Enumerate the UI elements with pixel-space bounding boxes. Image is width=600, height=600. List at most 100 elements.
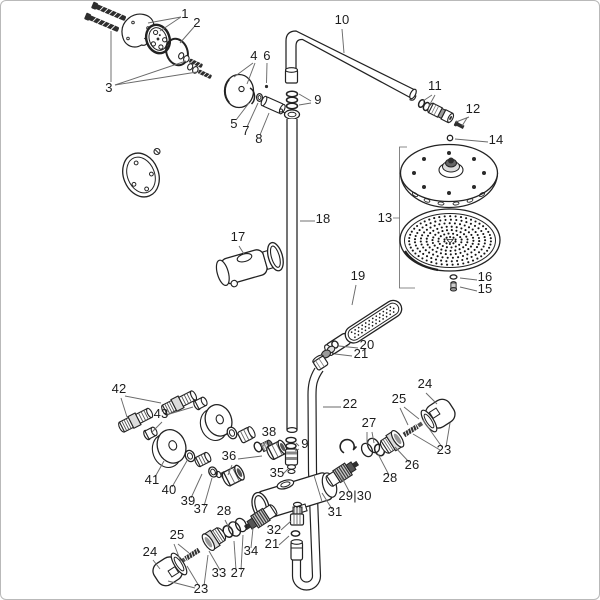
part-label-31: 31 (328, 504, 343, 519)
hand-shower-nozzles (350, 306, 395, 339)
part-label-24: 24 (418, 376, 433, 391)
part-label-42: 42 (112, 381, 127, 396)
rings-27-right (360, 437, 381, 458)
part-label-15: 15 (478, 281, 493, 296)
part-label-25: 25 (170, 527, 185, 542)
supply-nipple-42-upper (161, 390, 198, 416)
part-label-9: 9 (301, 436, 308, 451)
part-label-28: 28 (383, 470, 398, 485)
handle-24-right (420, 398, 456, 433)
part-label-37: 37 (194, 501, 209, 516)
arm-grub-screw (453, 120, 465, 130)
part-label-25: 25 (392, 391, 407, 406)
part-label-11: 11 (428, 78, 442, 93)
riser-top-collar (284, 67, 299, 84)
fixation-screw-set-b (187, 63, 212, 79)
part-label-34: 34 (244, 543, 259, 558)
overhead-shower-body (399, 143, 499, 209)
shower-face-dots (412, 151, 486, 195)
ring-37 (208, 466, 218, 478)
mounting-disc-1 (144, 23, 172, 55)
bushing-43-lower (143, 426, 158, 441)
o-rings-9-upper (285, 90, 299, 110)
part-label-18: 18 (316, 211, 331, 226)
washer-16 (449, 274, 458, 280)
fixation-screw-set-a (178, 52, 203, 68)
part-label-28: 28 (217, 503, 232, 518)
part-label-27: 27 (362, 415, 377, 430)
supply-nipple-42-lower (118, 407, 154, 433)
riser-pipe-18 (286, 119, 298, 434)
part-label-14: 14 (489, 132, 504, 147)
o-ring-2 (165, 37, 189, 67)
part-label-13: 13 (378, 210, 393, 225)
escutcheon-upper (199, 404, 233, 442)
part-label-39: 39 (181, 493, 196, 508)
part-label-23: 23 (437, 442, 452, 457)
rings-27-left (227, 517, 248, 537)
retaining-clip (339, 438, 357, 454)
part-label-19: 19 (351, 268, 366, 283)
part-label-6: 6 (263, 48, 270, 63)
part-label-8: 8 (255, 131, 262, 146)
part-label-24: 24 (143, 544, 158, 559)
part-label-5: 5 (230, 116, 237, 131)
part-label-38: 38 (262, 424, 277, 439)
adapter-cup-33 (201, 526, 227, 552)
part-label-9: 9 (314, 92, 321, 107)
leader-lines (110, 16, 489, 589)
plug-screw-15 (449, 281, 458, 292)
washer-upper (226, 426, 238, 440)
long-mounting-screws (84, 1, 126, 32)
cap-nut-36-upper (266, 439, 288, 461)
part-label-27: 27 (231, 565, 246, 580)
part-label-17: 17 (231, 229, 246, 244)
check-valve-35 (284, 448, 299, 475)
part-label-43: 43 (154, 406, 169, 421)
part-label-32: 32 (267, 522, 282, 537)
hose-nut-upper (312, 354, 329, 371)
o-rings-9-lower (285, 436, 297, 450)
shower-hose-22 (291, 367, 324, 591)
part-label-20: 20 (360, 337, 375, 352)
bracket-13 (393, 146, 415, 289)
part-label-35: 35 (270, 465, 285, 480)
cartridge-29-30 (325, 460, 360, 487)
part-label-1: 1 (181, 6, 188, 21)
part-label-4: 4 (250, 48, 257, 63)
part-label-36: 36 (222, 448, 237, 463)
part-label-3: 3 (105, 80, 112, 95)
part-label-12: 12 (466, 101, 481, 116)
handle-screw-25-right (402, 421, 424, 438)
bushing-43-upper (193, 396, 208, 411)
part-label-2: 2 (193, 15, 200, 30)
part-label-29-30: 29|30 (338, 488, 371, 503)
part-label-33: 33 (212, 565, 227, 580)
part-label-7: 7 (242, 123, 249, 138)
shower-arm-10 (285, 30, 417, 101)
set-screw-6 (264, 84, 269, 89)
part-label-21: 21 (354, 346, 369, 361)
oval-flange-plate (122, 152, 160, 198)
flange-screw (153, 147, 161, 156)
fitting-39 (194, 451, 212, 468)
part-label-23: 23 (194, 581, 209, 596)
washer-7 (256, 92, 264, 102)
part-label-22: 22 (343, 396, 358, 411)
union-nut-upper (237, 426, 256, 444)
adapter-sleeve-26 (379, 429, 405, 455)
bottom-port-stack (289, 501, 305, 526)
part-label-26: 26 (405, 457, 420, 472)
spray-nozzle-dots (408, 215, 492, 266)
part-label-10: 10 (335, 12, 350, 27)
wall-support-ring (279, 108, 301, 120)
cap-nut-36-lower (221, 464, 245, 487)
hose-end-fitting (290, 539, 304, 561)
o-ring-14 (446, 134, 454, 142)
shower-holder-17 (215, 241, 284, 288)
escutcheon-41 (151, 429, 187, 469)
c-clip-5 (249, 87, 256, 105)
